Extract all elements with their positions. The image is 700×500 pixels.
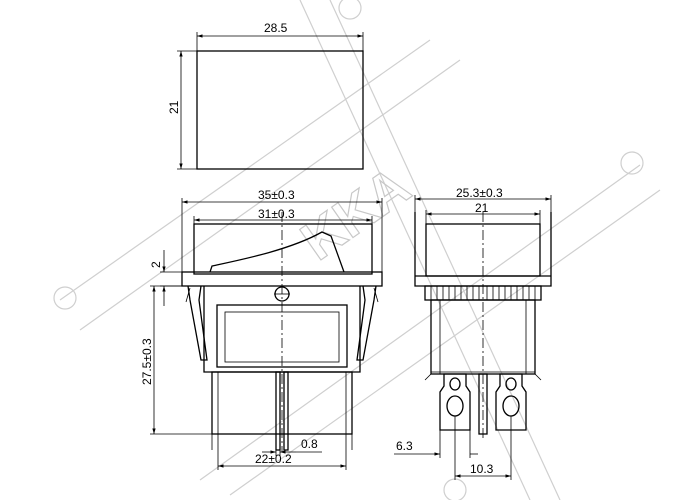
side-outer-width-label: 25.3±0.3 [456,186,503,200]
side-terminal-width-label: 6.3 [396,439,413,453]
front-rocker-offset-label: 2 [149,261,163,268]
watermark: KKA [53,0,661,500]
side-view: 25.3±0.3 21 6.3 10.3 [394,186,552,480]
top-view-height-dimension: 21 [167,50,197,170]
front-view: 35±0.3 31±0.3 2 27.5±0.3 [140,188,383,470]
front-terminal-span-label: 22±0.2 [255,452,292,466]
front-outer-width-dimension: 35±0.3 [181,188,383,272]
front-inner-width-dimension: 31±0.3 [193,207,373,224]
front-terminal-right [283,371,289,451]
top-view-width-dimension: 28.5 [196,21,364,51]
front-inner-width-label: 31±0.3 [258,207,295,221]
top-view-height-label: 21 [167,100,181,114]
top-view-body [196,50,364,170]
side-ribs [430,286,536,300]
rocker-actuator [209,231,345,273]
front-terminal-span-dimension: 22±0.2 [217,434,347,470]
front-height-label: 27.5±0.3 [140,338,154,385]
side-outer-width-dimension: 25.3±0.3 [414,186,552,212]
side-inner-width-label: 21 [475,201,489,215]
side-terminal-pitch-dimension: 10.3 [454,416,512,480]
top-view-width-label: 28.5 [264,21,288,35]
front-height-dimension: 27.5±0.3 [140,285,212,435]
front-terminal-thickness-label: 0.8 [301,437,318,451]
front-terminal-thickness-dimension: 0.8 [262,437,322,456]
side-terminal-width-dimension: 6.3 [394,430,478,458]
watermark-text: KKA [290,156,420,272]
front-outer-width-label: 35±0.3 [258,188,295,202]
side-terminal-pitch-label: 10.3 [470,462,494,476]
side-terminal-center [478,373,488,435]
front-terminal-left [275,371,281,451]
indicator-window [216,304,348,368]
side-inner-width-dimension: 21 [425,201,541,224]
top-view: 28.5 21 [167,21,364,170]
